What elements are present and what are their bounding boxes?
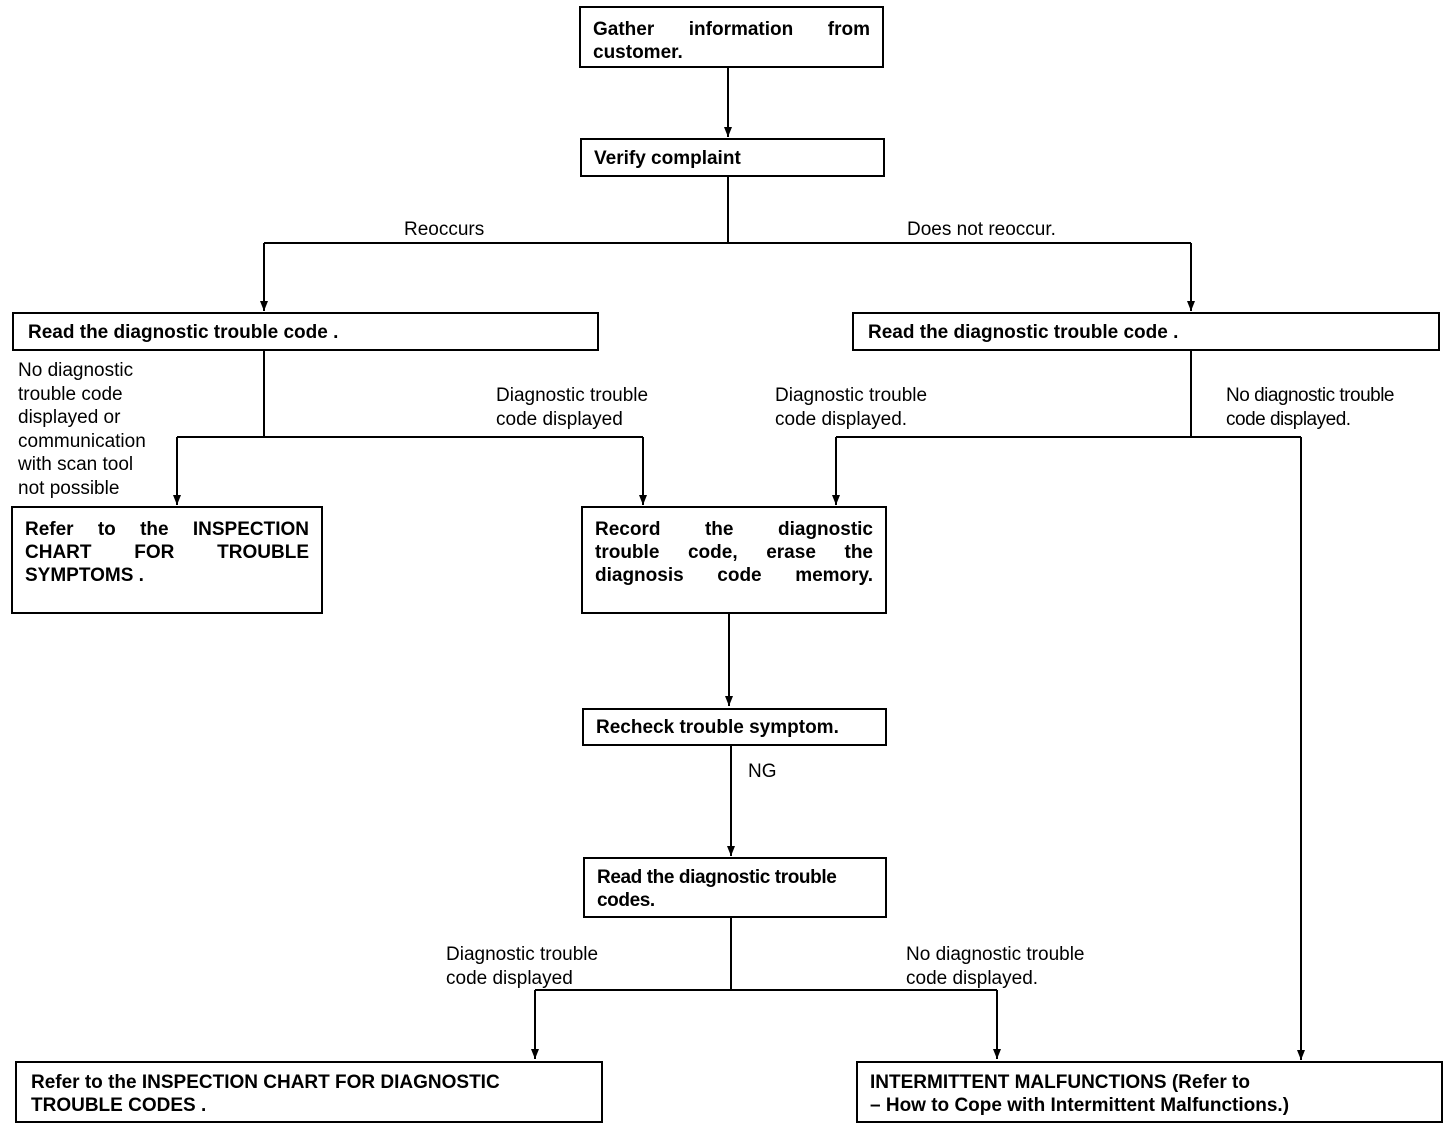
verify-complaint-box: Verify complaint bbox=[580, 138, 885, 177]
label-ng-text: NG bbox=[748, 761, 777, 782]
recheck-symptom-box: Recheck trouble symptom. bbox=[582, 708, 887, 746]
refer-symptoms-line-2: CHART FOR TROUBLE bbox=[25, 542, 309, 563]
record-code-box: Record the diagnostic trouble code, eras… bbox=[581, 506, 887, 614]
no-code-right-line-1: No diagnostic trouble bbox=[1226, 385, 1395, 406]
code-displayed-bottom-line-1: Diagnostic trouble bbox=[446, 944, 599, 965]
recheck-text: Recheck trouble symptom. bbox=[596, 717, 839, 738]
no-code-left-line-2: trouble code bbox=[18, 383, 123, 405]
read-left-text: Read the diagnostic trouble code . bbox=[28, 322, 339, 343]
label-does-not-reoccur: Does not reoccur. bbox=[907, 218, 1056, 242]
label-does-not-reoccur-text: Does not reoccur. bbox=[907, 219, 1056, 240]
gather-line-1: Gather information from bbox=[593, 19, 870, 40]
intermittent-line-1: INTERMITTENT MALFUNCTIONS (Refer to bbox=[870, 1072, 1250, 1093]
refer-codes-box: Refer to the INSPECTION CHART FOR DIAGNO… bbox=[15, 1061, 603, 1123]
code-displayed-right-line-1: Diagnostic trouble bbox=[775, 385, 928, 406]
read-right-text: Read the diagnostic trouble code . bbox=[868, 322, 1179, 343]
read-codes-box: Read the diagnostic trouble codes. bbox=[583, 857, 887, 918]
no-code-bottom-line-1: No diagnostic trouble bbox=[906, 944, 1085, 965]
record-line-1: Record the diagnostic bbox=[595, 519, 873, 540]
refer-symptoms-box: Refer to the INSPECTION CHART FOR TROUBL… bbox=[11, 506, 323, 614]
code-displayed-left-line-2: code displayed bbox=[496, 408, 623, 430]
refer-codes-line-1: Refer to the INSPECTION CHART FOR DIAGNO… bbox=[31, 1072, 500, 1093]
gather-line-2: customer. bbox=[593, 42, 683, 63]
label-reoccurs: Reoccurs bbox=[404, 218, 484, 242]
refer-symptoms-line-1: Refer to the INSPECTION bbox=[25, 519, 309, 540]
read-codes-line-2: codes. bbox=[597, 890, 655, 911]
code-displayed-right-line-2: code displayed. bbox=[775, 408, 908, 430]
no-code-left-line-5: with scan tool bbox=[18, 454, 134, 475]
intermittent-line-2: – How to Cope with Intermittent Malfunct… bbox=[870, 1095, 1290, 1116]
label-no-code-left: No diagnostic trouble code displayed or … bbox=[18, 359, 146, 500]
read-code-left-box: Read the diagnostic trouble code . bbox=[12, 312, 599, 351]
label-code-displayed-bottom: Diagnostic trouble code displayed bbox=[446, 943, 598, 990]
label-no-code-bottom: No diagnostic trouble code displayed. bbox=[906, 943, 1085, 990]
no-code-bottom-line-2: code displayed. bbox=[906, 967, 1039, 989]
code-displayed-bottom-line-2: code displayed bbox=[446, 967, 573, 989]
no-code-left-line-6: not possible bbox=[18, 477, 120, 499]
read-codes-line-1: Read the diagnostic trouble bbox=[597, 867, 837, 888]
intermittent-box: INTERMITTENT MALFUNCTIONS (Refer to – Ho… bbox=[856, 1061, 1443, 1123]
gather-info-box: Gather information from customer. bbox=[579, 6, 884, 68]
label-code-displayed-right: Diagnostic trouble code displayed. bbox=[775, 384, 927, 431]
no-code-left-line-1: No diagnostic bbox=[18, 360, 134, 381]
label-reoccurs-text: Reoccurs bbox=[404, 219, 485, 240]
code-displayed-left-line-1: Diagnostic trouble bbox=[496, 385, 649, 406]
label-ng: NG bbox=[748, 760, 777, 784]
refer-symptoms-line-3: SYMPTOMS . bbox=[25, 565, 144, 586]
no-code-left-line-3: displayed or bbox=[18, 407, 121, 428]
record-line-2: trouble code, erase the bbox=[595, 542, 873, 563]
refer-codes-line-2: TROUBLE CODES . bbox=[31, 1095, 207, 1116]
label-no-code-right: No diagnostic trouble code displayed. bbox=[1226, 384, 1395, 431]
label-code-displayed-left: Diagnostic trouble code displayed bbox=[496, 384, 648, 431]
verify-text: Verify complaint bbox=[594, 148, 741, 169]
record-line-3: diagnosis code memory. bbox=[595, 565, 873, 586]
no-code-left-line-4: communication bbox=[18, 430, 146, 452]
no-code-right-line-2: code displayed. bbox=[1226, 408, 1351, 430]
read-code-right-box: Read the diagnostic trouble code . bbox=[852, 312, 1440, 351]
